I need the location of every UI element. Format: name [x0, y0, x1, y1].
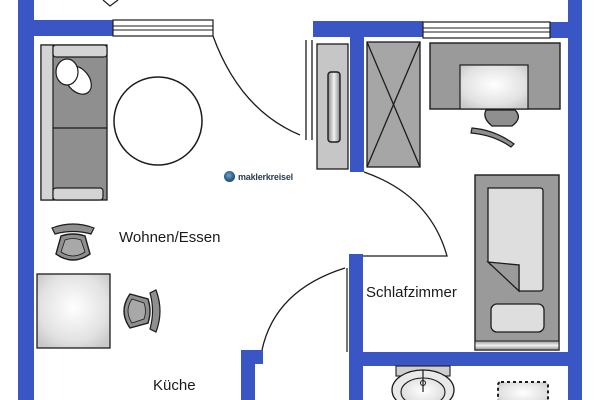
- room-label-schlafzimmer: Schlafzimmer: [366, 284, 457, 301]
- watermark-logo: maklerkreisel: [224, 171, 293, 182]
- exterior-detail: [102, 0, 119, 7]
- wall-bath-left: [349, 352, 363, 400]
- door-swing-kitchen: [261, 267, 346, 351]
- door-swing-living: [212, 35, 301, 136]
- walls: [18, 0, 582, 400]
- round-coffee-table: [113, 76, 203, 166]
- globe-icon: [224, 171, 235, 182]
- wall-top-bedroom: [313, 21, 423, 37]
- cushion: [55, 58, 79, 86]
- wall-bedroom-left: [349, 254, 363, 366]
- wall-partition-wardrobe: [350, 30, 364, 172]
- wardrobe: [316, 43, 349, 170]
- watermark-text: maklerkreisel: [238, 171, 293, 182]
- wall-right: [568, 0, 582, 400]
- shower-tray: [497, 381, 549, 400]
- door-swing-bedroom: [363, 171, 448, 257]
- wall-top-left: [18, 20, 113, 36]
- storage-cabinet-crossed: [366, 41, 421, 168]
- single-bed: [474, 174, 560, 351]
- room-label-wohnen-essen: Wohnen/Essen: [119, 229, 221, 246]
- wall-bath-top: [349, 352, 582, 366]
- washbasin: [391, 365, 455, 400]
- dining-table: [36, 273, 111, 349]
- desk: [429, 42, 561, 110]
- wall-left: [18, 0, 34, 400]
- window-living: [112, 19, 214, 37]
- dining-chair-right: [123, 289, 161, 333]
- room-label-kueche: Küche: [153, 377, 196, 394]
- window-bedroom: [422, 21, 551, 39]
- corner-sofa: [40, 44, 108, 201]
- desk-chair: [470, 109, 519, 148]
- wall-kitchen-stub-cap: [241, 350, 263, 364]
- dining-chair-top: [51, 223, 95, 261]
